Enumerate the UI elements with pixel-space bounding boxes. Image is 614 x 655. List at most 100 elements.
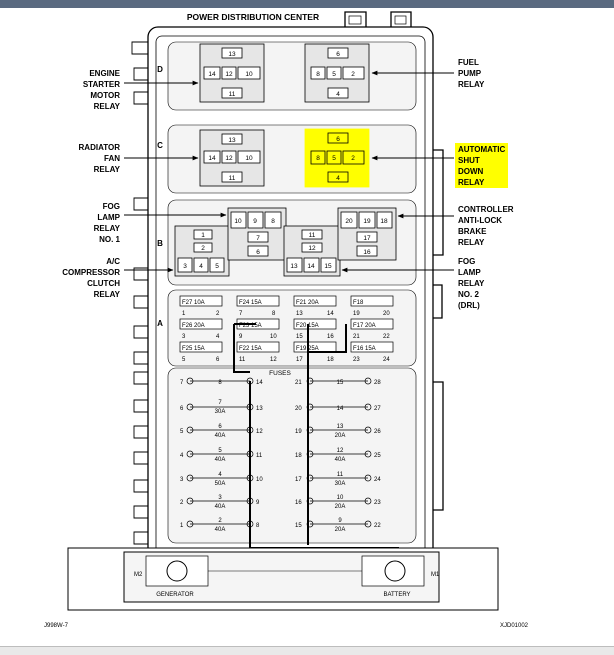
label-engine-starter-1: ENGINE: [89, 69, 120, 78]
row-letter-c: C: [157, 141, 163, 150]
fuse-pin: 13: [296, 311, 303, 317]
maxi-right-num: 10: [337, 495, 344, 501]
fuse-pin: 14: [327, 311, 334, 317]
maxi-right-pin: 15: [295, 523, 302, 529]
fuse-pin: 16: [327, 334, 334, 340]
label-fog-lamp-1-4: NO. 1: [99, 235, 120, 244]
fuse-pin: 2: [216, 311, 220, 317]
relay-b3-pin-11: 11: [309, 232, 316, 239]
maxi-right-pin: 19: [295, 429, 302, 435]
relay-d-right: [304, 43, 370, 103]
relay-b4-pin-16: 16: [363, 249, 371, 256]
label-auto-shutdown-3: DOWN: [458, 167, 484, 176]
maxi-right-num: 11: [337, 472, 344, 478]
relay-b3-pin-15: 15: [324, 263, 332, 270]
fuse-pin: 4: [216, 334, 220, 340]
maxi-left-amp: 40A: [215, 504, 226, 510]
relay-d-left-pin-top: 13: [228, 51, 236, 58]
maxi-left-pin: 2: [180, 500, 184, 506]
label-ac-compressor-1: A/C: [106, 257, 120, 266]
fuse-f18-label: F18: [353, 300, 364, 306]
label-engine-starter-2: STARTER: [83, 80, 120, 89]
maxi-right-pin: 23: [374, 500, 381, 506]
fuse-pin: 21: [353, 334, 360, 340]
fuse-pin: 11: [239, 357, 246, 363]
relay-d-left-pin-right: 10: [245, 71, 253, 78]
maxi-left-pin: 13: [256, 406, 263, 412]
label-ac-compressor-2: COMPRESSOR: [62, 268, 120, 277]
fuse-f22-label: F22 15A: [239, 346, 262, 352]
label-abs-1: CONTROLLER: [458, 205, 514, 214]
maxi-left-amp: 40A: [215, 527, 226, 533]
label-engine-starter-4: RELAY: [94, 102, 121, 111]
maxi-left-amp: 50A: [215, 481, 226, 487]
maxi-left-amp: 40A: [215, 433, 226, 439]
relay-c-right-pin-right: 2: [351, 155, 355, 162]
relay-b2-pin-7: 7: [256, 235, 260, 242]
maxi-fuse-rows-left: [186, 377, 254, 528]
maxi-left-pin: 3: [180, 477, 184, 483]
relay-b3: [283, 225, 341, 277]
relay-b3-pin-14: 14: [307, 263, 315, 270]
auto-shutdown-label-highlight: [455, 143, 508, 188]
fuse-f21-label: F21 20A: [296, 300, 319, 306]
relay-b1-pin-1: 1: [201, 232, 205, 239]
relay-c-right-highlighted: [304, 128, 370, 188]
maxi-left-num: 7: [218, 400, 222, 406]
maxi-right-num: 12: [337, 448, 344, 454]
maxi-left-amp: 40A: [215, 457, 226, 463]
relay-b1-pin-2: 2: [201, 245, 205, 252]
label-auto-shutdown-4: RELAY: [458, 178, 485, 187]
fuse-pin: 1: [182, 311, 186, 317]
label-ac-compressor-3: CLUTCH: [87, 279, 120, 288]
relay-b2-pin-9: 9: [253, 218, 257, 225]
relay-b2-pin-6: 6: [256, 249, 260, 256]
fuse-f25-label: F25 15A: [182, 346, 205, 352]
maxi-left-num: 2: [218, 518, 222, 524]
maxi-left-pin: 8: [256, 523, 260, 529]
maxi-left-pin: 10: [256, 477, 263, 483]
label-radiator-fan-2: FAN: [104, 154, 120, 163]
maxi-right-pin: 25: [374, 453, 381, 459]
fuse-pin: 23: [353, 357, 360, 363]
a-fuse-boxes: [179, 295, 394, 353]
maxi-right-amp: 20A: [335, 433, 346, 439]
terminal-block: [67, 547, 499, 611]
fuse-pin: 12: [270, 357, 277, 363]
fuse-f23-label: F23 15A: [239, 323, 262, 329]
fuse-pin: 8: [272, 311, 276, 317]
relay-b1: [174, 225, 230, 277]
label-fog-lamp-2-1: FOG: [458, 257, 475, 266]
row-letter-a: A: [157, 319, 163, 328]
fuse-pin: 19: [353, 311, 360, 317]
label-abs-4: RELAY: [458, 238, 485, 247]
maxi-right-num: 14: [337, 406, 344, 412]
maxi-left-pin: 4: [180, 453, 184, 459]
label-fog-lamp-1-2: LAMP: [97, 213, 120, 222]
relay-d-right-pin-right: 2: [351, 71, 355, 78]
label-abs-3: BRAKE: [458, 227, 487, 236]
fuse-pin: 10: [270, 334, 277, 340]
maxi-left-num: 6: [218, 424, 222, 430]
generator-label: GENERATOR: [156, 592, 194, 598]
label-ac-compressor-4: RELAY: [94, 290, 121, 299]
relay-b1-pin-3: 3: [183, 263, 187, 270]
maxi-right-pin: 16: [295, 500, 302, 506]
relay-c-left-pin-mid: 12: [225, 155, 233, 162]
label-engine-starter-3: MOTOR: [90, 91, 120, 100]
label-fog-lamp-1-3: RELAY: [94, 224, 121, 233]
window-title-bar: [0, 0, 614, 8]
relay-b4-pin-19: 19: [363, 218, 371, 225]
fuse-pin: 6: [216, 357, 220, 363]
fuses-heading: FUSES: [269, 370, 291, 377]
relay-c-left-pin-left: 14: [208, 155, 216, 162]
maxi-right-pin: 20: [295, 406, 302, 412]
fuse-pin: 20: [383, 311, 390, 317]
maxi-right-num: 13: [337, 424, 344, 430]
maxi-right-pin: 21: [295, 380, 302, 386]
label-fuel-pump-3: RELAY: [458, 80, 485, 89]
relay-b2-pin-8: 8: [271, 218, 275, 225]
label-fog-lamp-2-5: (DRL): [458, 301, 480, 310]
relay-c-left-pin-bottom: 11: [229, 175, 236, 182]
fuse-pin: 3: [182, 334, 186, 340]
